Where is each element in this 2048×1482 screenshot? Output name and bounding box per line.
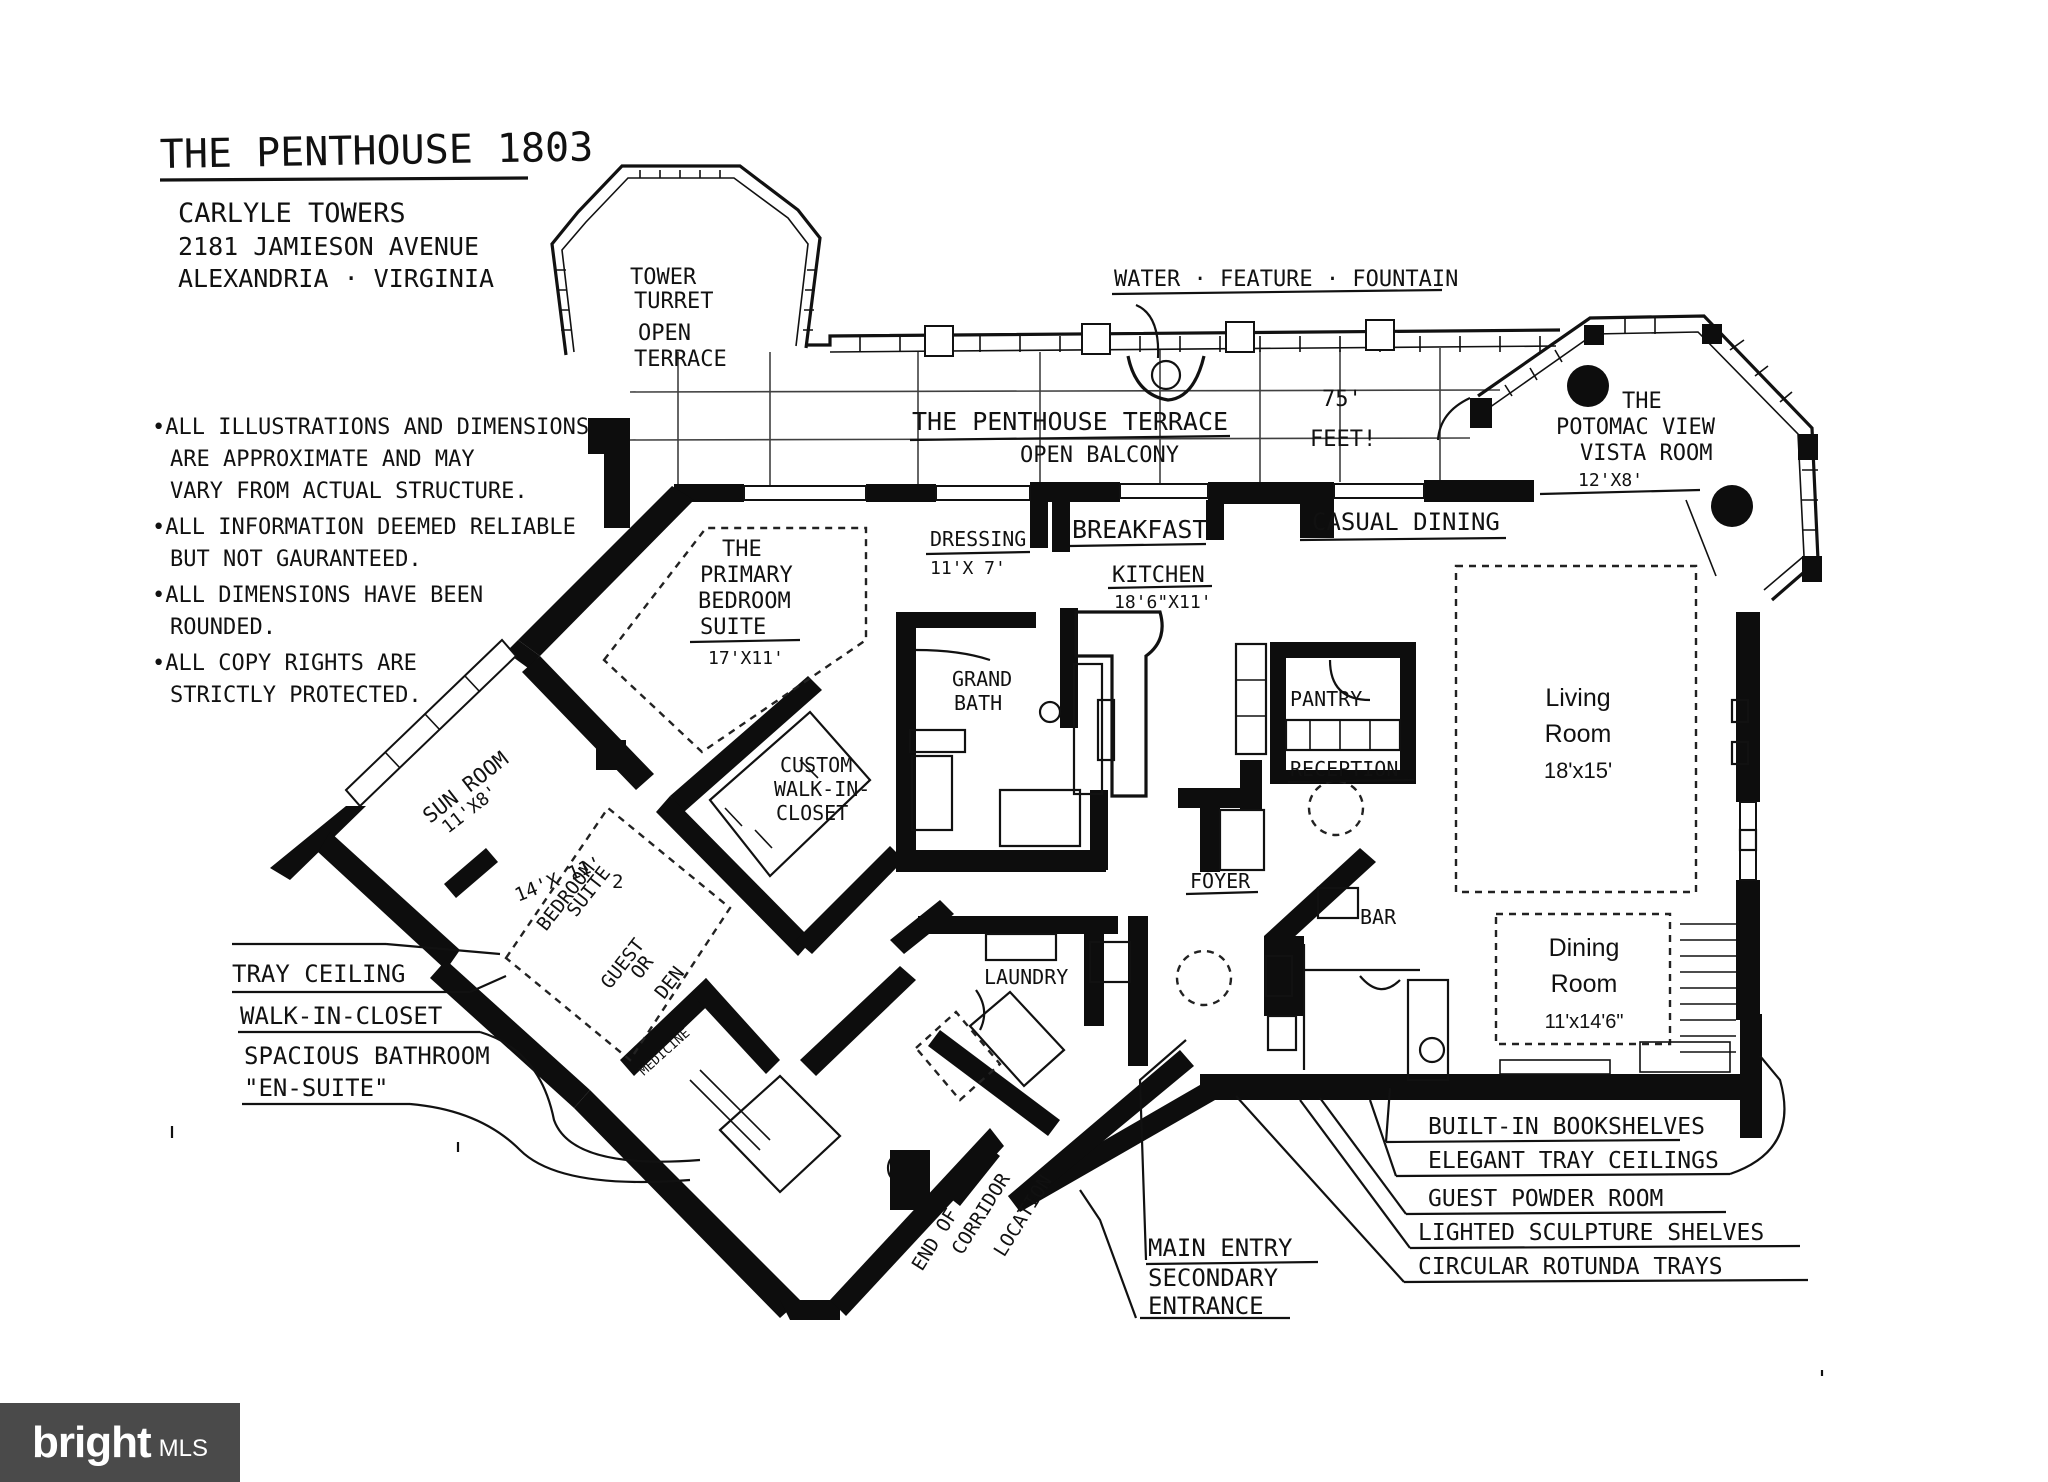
callouts-entry: MAIN ENTRY SECONDARY ENTRANCE — [1079, 1039, 1319, 1320]
callout-powder-room: GUEST POWDER ROOM — [1428, 1186, 1663, 1212]
callouts-right: BUILT-IN BOOKSHELVES ELEGANT TRAY CEILIN… — [1235, 1055, 1809, 1284]
callout-entrance: ENTRANCE — [1148, 1292, 1264, 1320]
label-dining-dim: 11'x14'6" — [1545, 1011, 1624, 1033]
logo-word: bright — [32, 1417, 152, 1467]
disclaimer-line: •ALL INFORMATION DEEMED RELIABLE — [152, 515, 576, 540]
label-living: Living — [1545, 684, 1610, 712]
label-penthouse-terrace: THE PENTHOUSE TERRACE — [912, 407, 1228, 436]
label-open: OPEN — [638, 321, 691, 346]
callouts-left: TRAY CEILING WALK-IN-CLOSET SPACIOUS BAT… — [232, 942, 701, 1184]
kitchen-island — [1074, 610, 1164, 798]
label-walk-in: WALK-IN- — [774, 777, 870, 801]
room-labels: TOWER TURRET OPEN TERRACE WATER · FEATUR… — [418, 265, 1715, 1275]
label-dining: Dining — [1549, 934, 1620, 962]
callout-rotunda-trays: CIRCULAR ROTUNDA TRAYS — [1418, 1254, 1723, 1280]
building-name: CARLYLE TOWERS — [178, 198, 406, 229]
callout-tray-ceilings: ELEGANT TRAY CEILINGS — [1428, 1148, 1719, 1174]
label-terrace-length: 75' — [1322, 387, 1362, 412]
bright-mls-logo: bright MLS — [0, 1403, 240, 1482]
city-state: ALEXANDRIA · VIRGINIA — [178, 264, 494, 293]
label-vista-the: THE — [1622, 389, 1662, 414]
title-block: THE PENTHOUSE 1803 CARLYLE TOWERS 2181 J… — [159, 124, 593, 293]
label-grand: GRAND — [952, 667, 1012, 691]
label-foyer: FOYER — [1190, 869, 1251, 893]
label-dressing-dim: 11'X 7' — [930, 558, 1006, 579]
terrace-railing — [806, 328, 1561, 347]
disclaimer-line: ARE APPROXIMATE AND MAY — [170, 447, 475, 472]
label-closet: CLOSET — [776, 801, 848, 825]
label-tower: TOWER — [630, 265, 697, 290]
disclaimer-line: •ALL DIMENSIONS HAVE BEEN — [152, 583, 483, 608]
label-dressing: DRESSING — [930, 527, 1026, 551]
callout-main-entry: MAIN ENTRY — [1148, 1234, 1293, 1262]
label-casual-dining: CASUAL DINING — [1312, 508, 1500, 536]
exterior-walls — [270, 480, 1762, 1320]
label-primary: PRIMARY — [700, 563, 793, 588]
callout-en-suite: "EN-SUITE" — [244, 1074, 389, 1102]
label-living-dim: 18'x15' — [1544, 758, 1612, 783]
callout-walk-in-closet: WALK-IN-CLOSET — [240, 1002, 442, 1030]
label-turret: TURRET — [634, 289, 713, 314]
label-kitchen: KITCHEN — [1112, 563, 1205, 588]
label-custom: CUSTOM — [780, 753, 852, 777]
disclaimer-notes: •ALL ILLUSTRATIONS AND DIMENSIONS ARE AP… — [152, 415, 589, 708]
disclaimer-line: VARY FROM ACTUAL STRUCTURE. — [170, 479, 528, 504]
plan-title: THE PENTHOUSE 1803 — [159, 124, 593, 178]
label-bedroom2-num: 2 — [612, 871, 623, 893]
callout-bookshelves: BUILT-IN BOOKSHELVES — [1428, 1114, 1705, 1140]
label-vista-room: VISTA ROOM — [1580, 441, 1712, 466]
label-vista-dim: 12'X8' — [1578, 470, 1643, 491]
label-bath: BATH — [954, 691, 1002, 715]
disclaimer-line: BUT NOT GAURANTEED. — [170, 547, 422, 572]
label-bar: BAR — [1360, 905, 1397, 929]
disclaimer-line: •ALL COPY RIGHTS ARE — [152, 651, 417, 676]
callout-tray-ceiling: TRAY CEILING — [232, 960, 405, 988]
label-water-feature: WATER · FEATURE · FOUNTAIN — [1114, 267, 1458, 292]
label-primary-bedroom: BEDROOM — [698, 589, 791, 614]
label-terrace: TERRACE — [634, 347, 727, 372]
logo-suffix: MLS — [158, 1434, 208, 1462]
label-primary-the: THE — [722, 537, 762, 562]
label-pantry: PANTRY — [1290, 687, 1362, 711]
label-den: DEN — [651, 962, 689, 1003]
callout-secondary: SECONDARY — [1148, 1264, 1279, 1292]
street-address: 2181 JAMIESON AVENUE — [178, 232, 479, 261]
callout-sculpture-shelves: LIGHTED SCULPTURE SHELVES — [1418, 1220, 1764, 1246]
label-terrace-feet: FEET! — [1310, 427, 1376, 452]
disclaimer-line: STRICTLY PROTECTED. — [170, 683, 422, 708]
tray-ceiling-outlines — [504, 526, 1698, 1102]
tower-turret-railing — [550, 164, 822, 356]
label-laundry: LAUNDRY — [984, 965, 1068, 989]
label-open-balcony: OPEN BALCONY — [1020, 443, 1179, 468]
water-feature-fountain — [1126, 303, 1206, 402]
label-dining-room: Room — [1551, 970, 1618, 998]
label-vista-potomac: POTOMAC VIEW — [1556, 415, 1716, 440]
label-primary-dim: 17'X11' — [708, 648, 784, 669]
interior-walls — [444, 500, 1450, 1210]
disclaimer-line: ROUNDED. — [170, 615, 276, 640]
label-primary-suite: SUITE — [700, 615, 766, 640]
built-in-bookshelves — [1499, 923, 1736, 1075]
callout-spacious-bathroom: SPACIOUS BATHROOM — [244, 1042, 490, 1070]
label-breakfast: BREAKFAST — [1072, 515, 1207, 544]
disclaimer-line: •ALL ILLUSTRATIONS AND DIMENSIONS — [152, 415, 589, 440]
terrace-area — [550, 164, 1822, 602]
label-living-room: Room — [1545, 720, 1612, 748]
label-reception: RECEPTION — [1290, 757, 1398, 781]
label-kitchen-dim: 18'6"X11' — [1114, 592, 1212, 613]
